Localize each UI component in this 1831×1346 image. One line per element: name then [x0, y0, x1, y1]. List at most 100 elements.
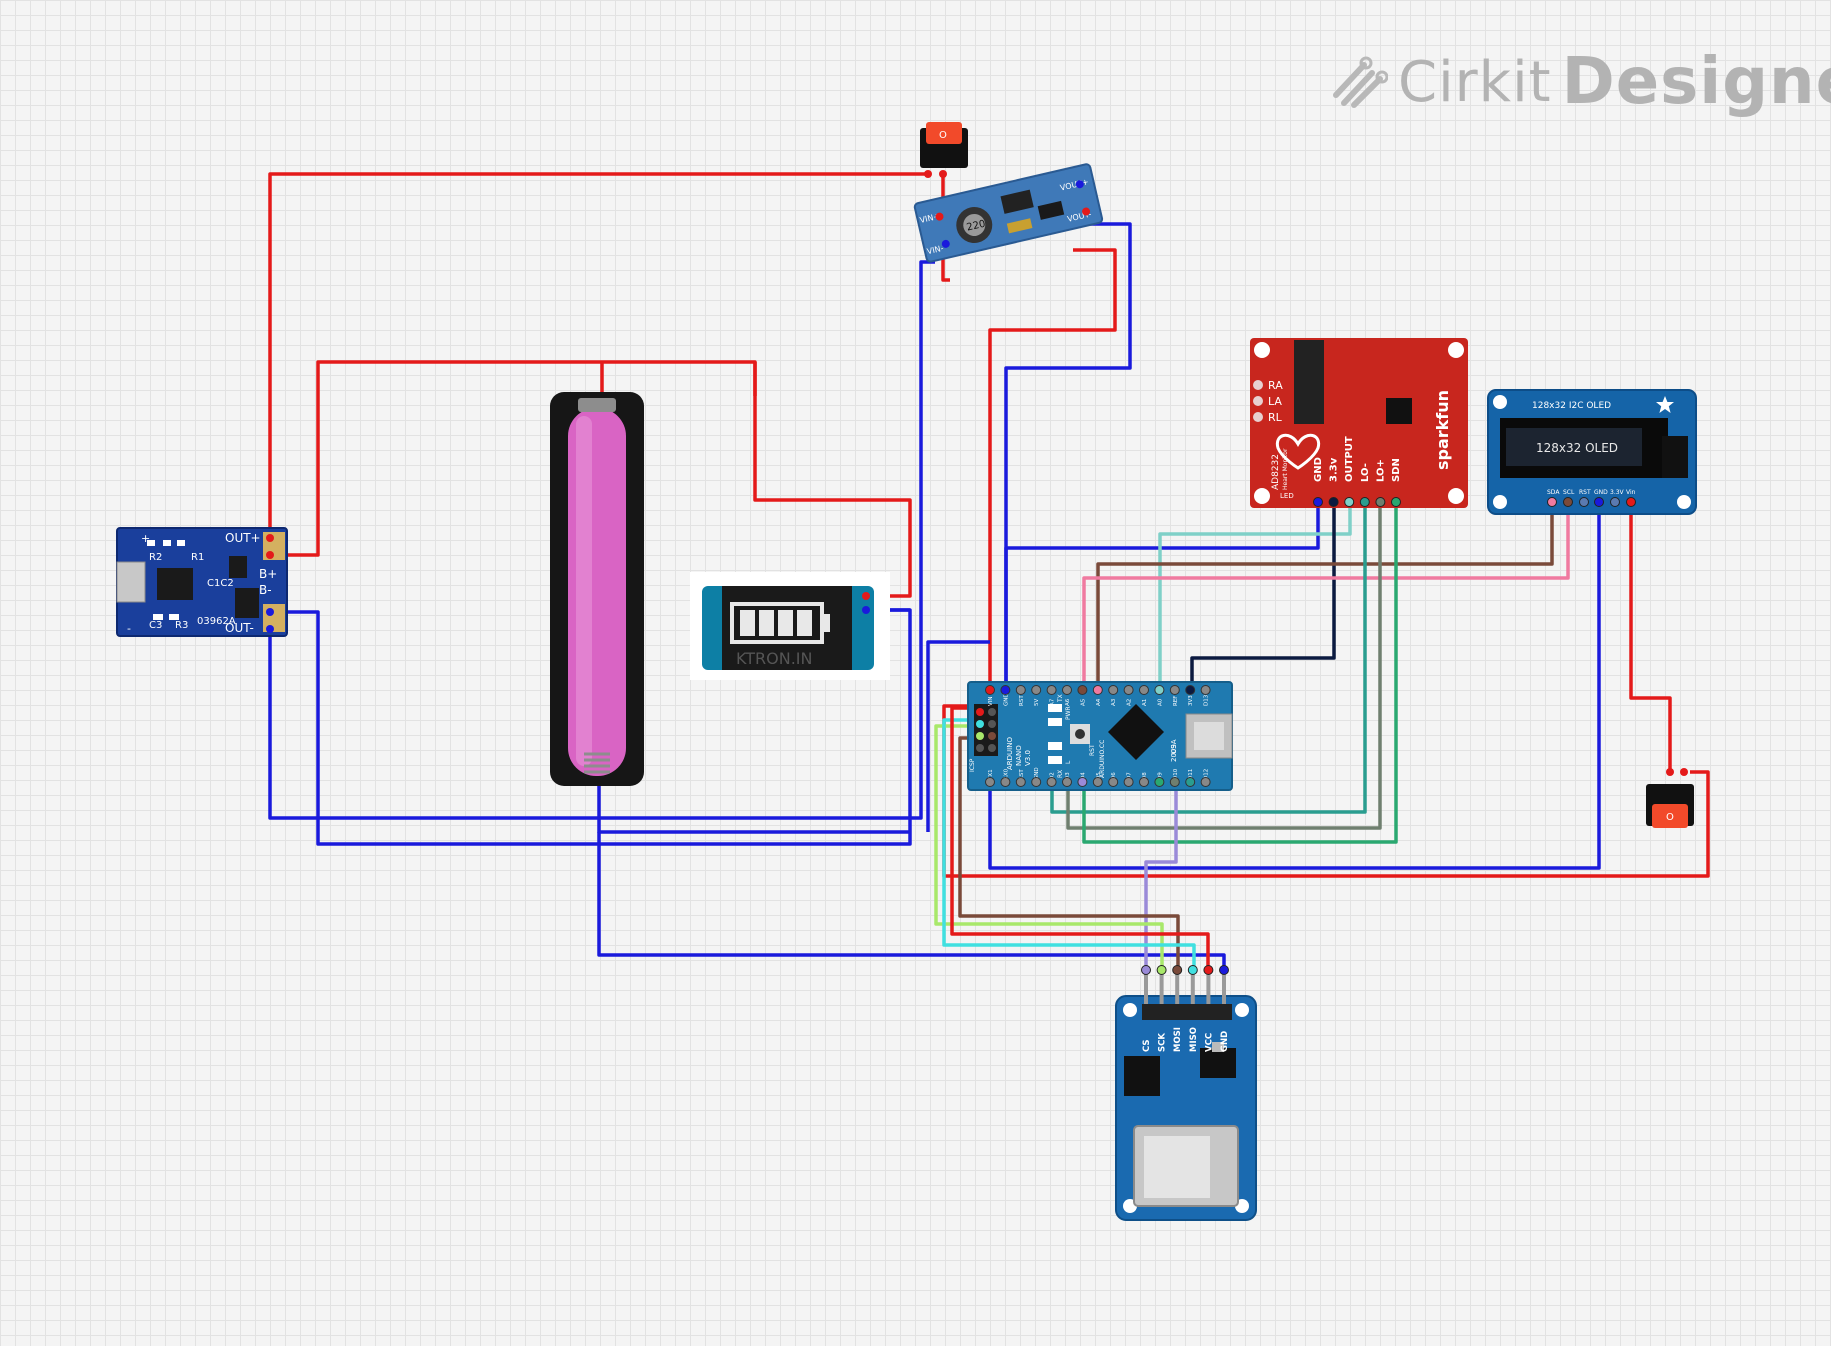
oled-pin-label-vin: Vin: [1626, 489, 1636, 496]
nano-pin-a6-top-9[interactable]: [1062, 685, 1072, 695]
sd-pin-vcc[interactable]: [1203, 965, 1214, 975]
wire-battery-minus-sd[interactable]: [597, 832, 1226, 970]
wire-charger-bplus-battery[interactable]: [270, 360, 757, 557]
sd-pin-sck[interactable]: [1156, 965, 1167, 975]
usb-port[interactable]: [116, 561, 146, 603]
nano-pin-d7-bottom-5[interactable]: [1123, 777, 1134, 787]
wire-ecg-sdn-nano[interactable]: [1082, 502, 1398, 844]
nano-pin-tx1-bottom-14[interactable]: [985, 777, 995, 787]
nano-pin-3v3-top-1[interactable]: [1185, 685, 1196, 695]
wire-nano-gnd-ecg-gnd[interactable]: [1004, 502, 1320, 690]
nano-pin-rx0-bottom-13[interactable]: [1000, 777, 1011, 787]
sd-header: [1142, 1004, 1232, 1020]
wire-charger-outplus-switch[interactable]: [268, 172, 928, 538]
wire-battery-plus-indicator[interactable]: [753, 362, 912, 598]
nano-bottomrow-label-d7-5: D7: [1127, 772, 1133, 780]
nano-model: NANO: [1015, 745, 1023, 766]
wire-boost-voutminus-nano-gnd[interactable]: [1004, 222, 1132, 690]
wire-nano-sd-vcc[interactable]: [950, 706, 1210, 970]
sd-pin-cs[interactable]: [1141, 965, 1151, 975]
nano-pin-gnd-bottom-11[interactable]: [1031, 777, 1042, 787]
wire-oled-scl-nano[interactable]: [1096, 502, 1554, 690]
sd-pin-gnd[interactable]: [1219, 965, 1229, 975]
nano-pin-d2-bottom-10[interactable]: [1046, 777, 1057, 787]
charger-ic-small: [229, 556, 247, 578]
nano-pin-d5-bottom-7[interactable]: [1092, 777, 1103, 787]
nano-pin-a3-top-6[interactable]: [1108, 685, 1119, 695]
nano-pin-d4-bottom-8[interactable]: [1077, 777, 1088, 787]
nano-pin-vin-top-14[interactable]: [985, 685, 995, 695]
nano-pin-rst-bottom-12[interactable]: [1015, 777, 1026, 787]
nano-reset-button[interactable]: [1075, 729, 1085, 739]
oled-pin-rst[interactable]: [1579, 497, 1589, 507]
oled-pin-gnd[interactable]: [1594, 497, 1604, 507]
wire-oled-sda-nano[interactable]: [1082, 502, 1570, 690]
nano-icsp-label: ICSP: [969, 758, 976, 772]
ad8232-heart-monitor[interactable]: RA LA RL AD8232 Heart Monitor sparkfun L…: [1250, 338, 1468, 508]
audio-jack[interactable]: [1294, 340, 1324, 424]
ecg-pin-3-3v[interactable]: [1328, 497, 1339, 507]
ecg-pin-label-lo: LO+: [1375, 459, 1386, 482]
nano-pin-a0-top-3[interactable]: [1154, 685, 1165, 695]
battery-plus-terminal[interactable]: [578, 398, 616, 412]
nano-pin-a7-top-10[interactable]: [1046, 685, 1057, 695]
rocker-switch-right[interactable]: O: [1646, 768, 1694, 828]
wire-ecg-loplus-nano[interactable]: [1066, 502, 1382, 830]
tp4056-charger-module[interactable]: + - R2 R1 C1C2 C3 R3 03962A OUT+ B+ B- O…: [116, 527, 288, 637]
nano-pin-ref-top-2[interactable]: [1169, 685, 1180, 695]
ecg-pin-sdn[interactable]: [1391, 497, 1401, 507]
nano-pin-a4-top-7[interactable]: [1092, 685, 1103, 695]
nano-pin-d12-bottom-0[interactable]: [1200, 777, 1211, 787]
nano-usb-port[interactable]: [1185, 713, 1233, 759]
oled-pin-scl[interactable]: [1563, 497, 1573, 507]
nano-pin-gnd-top-13[interactable]: [1000, 685, 1011, 695]
rocker-switch-top[interactable]: O: [920, 122, 968, 178]
ecg-pin-gnd[interactable]: [1313, 497, 1323, 507]
sd-pin-miso[interactable]: [1187, 965, 1198, 975]
nano-pin-d10-bottom-2[interactable]: [1169, 777, 1180, 787]
nano-pin-a1-top-4[interactable]: [1139, 685, 1149, 695]
wire-ecg-output-nano[interactable]: [1158, 502, 1352, 690]
nano-pin-5v-top-11[interactable]: [1031, 685, 1042, 695]
arduino-nano[interactable]: ARDUINO NANO V3.0 2009 USA ARDUINO.CC PW…: [967, 681, 1233, 791]
nano-pin-d13-top-0[interactable]: [1200, 685, 1211, 695]
ecg-pin-output[interactable]: [1344, 497, 1355, 507]
oled-pin-sda[interactable]: [1547, 497, 1557, 507]
battery-level-indicator[interactable]: KTRON.IN: [690, 572, 890, 680]
charger-plus-label: +: [141, 532, 150, 545]
nano-pin-d3-bottom-9[interactable]: [1062, 777, 1072, 787]
nano-pin-d6-bottom-6[interactable]: [1108, 777, 1119, 787]
wire-ecg-3v3-nano[interactable]: [1190, 502, 1336, 690]
wire-nano-gnd-bus[interactable]: [926, 640, 990, 832]
sd-pin-label-sck: SCK: [1158, 1033, 1168, 1052]
nano-pin-a5-top-8[interactable]: [1077, 685, 1088, 695]
wire-oled-gnd-nano[interactable]: [988, 502, 1601, 870]
nano-pin-d11-bottom-1[interactable]: [1185, 777, 1196, 787]
nano-pin-d9-bottom-3[interactable]: [1154, 777, 1165, 787]
oled-pin-vin[interactable]: [1626, 497, 1636, 507]
wire-switch-nano-5v[interactable]: [942, 704, 1710, 878]
wire-nano-sd-sck[interactable]: [934, 724, 1164, 970]
wire-battery-minus-bus[interactable]: [597, 780, 910, 834]
nano-pin-a2-top-5[interactable]: [1123, 685, 1134, 695]
18650-battery-holder[interactable]: [550, 392, 644, 786]
ecg-pin-lo[interactable]: [1375, 497, 1386, 507]
mt3608-boost-converter[interactable]: 220 VIN+ VIN- VOUT+ VOUT-: [913, 163, 1104, 263]
nano-toprow-label-vin-14: VIN: [988, 697, 994, 707]
wire-boost-vinminus-gnd[interactable]: [268, 260, 935, 820]
wire-oled-vin-switch[interactable]: [1629, 502, 1672, 772]
nano-bottomrow-label-rst-12: RST: [1019, 769, 1025, 780]
oled-pin-3-3v[interactable]: [1610, 497, 1620, 507]
nano-mcu: [1108, 704, 1164, 760]
wire-nano-sd-miso[interactable]: [942, 718, 1196, 970]
sd-pin-mosi[interactable]: [1172, 965, 1183, 975]
nano-pin-rst-top-12[interactable]: [1015, 685, 1026, 695]
nano-pin-d8-bottom-4[interactable]: [1139, 777, 1149, 787]
nano-bottomrow-label-d5-7: D5: [1096, 772, 1102, 780]
wire-ecg-lominus-nano[interactable]: [1050, 502, 1367, 814]
ecg-pin-lo[interactable]: [1359, 497, 1370, 507]
wire-boost-vout-nano-vin[interactable]: [988, 248, 1117, 690]
